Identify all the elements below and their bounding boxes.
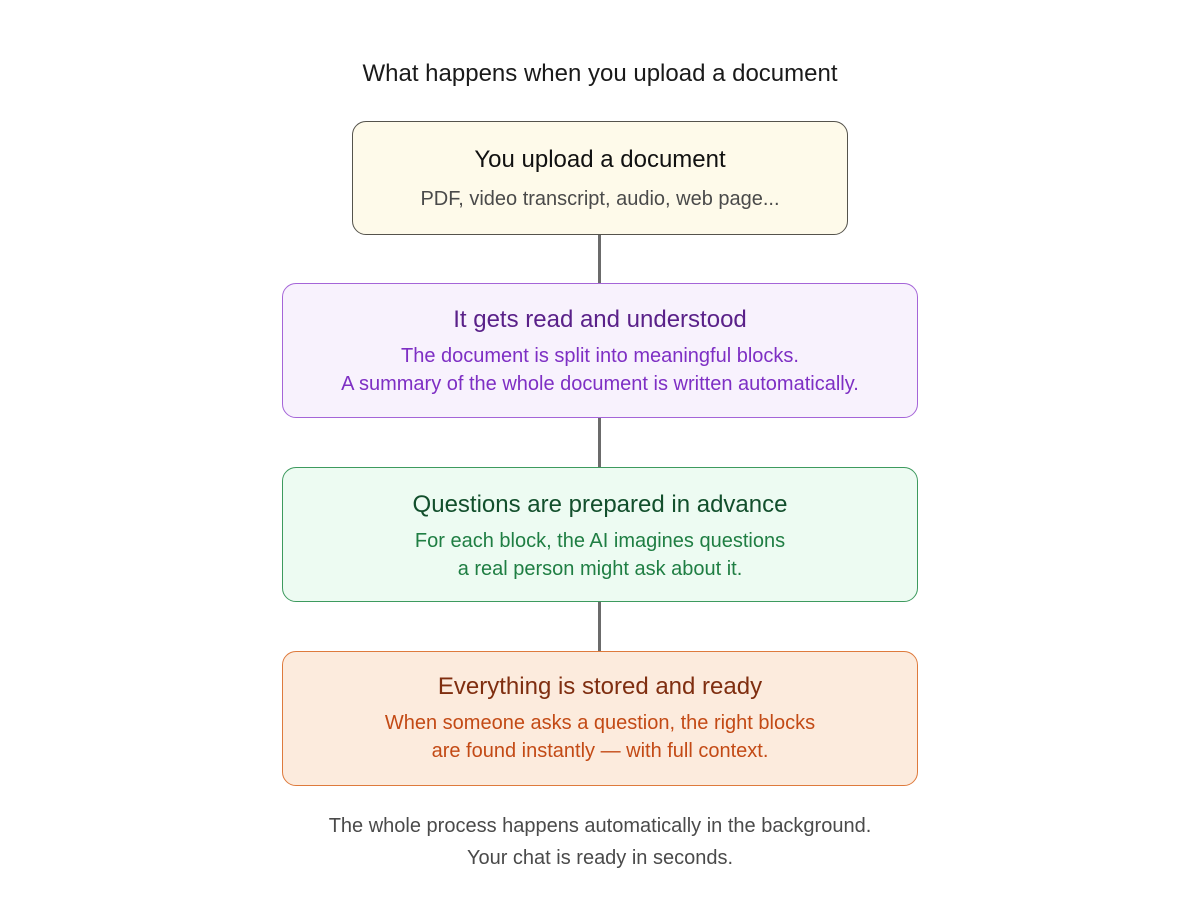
step-stored-description-line-1: When someone asks a question, the right … — [384, 712, 816, 734]
step-read-heading: It gets read and understood — [453, 306, 747, 333]
step-upload-description: PDF, video transcript, audio, web page..… — [420, 188, 780, 210]
footer-note: The whole process happens automatically … — [0, 810, 1200, 874]
connector-line-1 — [598, 235, 601, 283]
footer-line-2: Your chat is ready in seconds. — [466, 847, 734, 869]
step-read-description-line-2: A summary of the whole document is writt… — [341, 373, 859, 395]
step-questions-heading: Questions are prepared in advance — [412, 491, 788, 518]
step-read-description-line-1: The document is split into meaningful bl… — [401, 345, 799, 367]
step-questions-description-line-2: a real person might ask about it. — [457, 558, 743, 580]
step-questions-box: Questions are prepared in advance For ea… — [282, 467, 918, 602]
connector-line-2 — [598, 418, 601, 467]
diagram-title: What happens when you upload a document — [362, 60, 838, 87]
step-stored-box: Everything is stored and ready When some… — [282, 651, 918, 786]
step-upload-box: You upload a document PDF, video transcr… — [352, 121, 848, 235]
step-read-box: It gets read and understood The document… — [282, 283, 918, 418]
step-questions-description-line-1: For each block, the AI imagines question… — [414, 530, 786, 552]
connector-line-3 — [598, 602, 601, 651]
step-stored-description-line-2: are found instantly — with full context. — [431, 740, 769, 762]
footer-line-1: The whole process happens automatically … — [328, 815, 872, 837]
step-stored-heading: Everything is stored and ready — [437, 673, 763, 700]
step-upload-heading: You upload a document — [474, 146, 726, 173]
